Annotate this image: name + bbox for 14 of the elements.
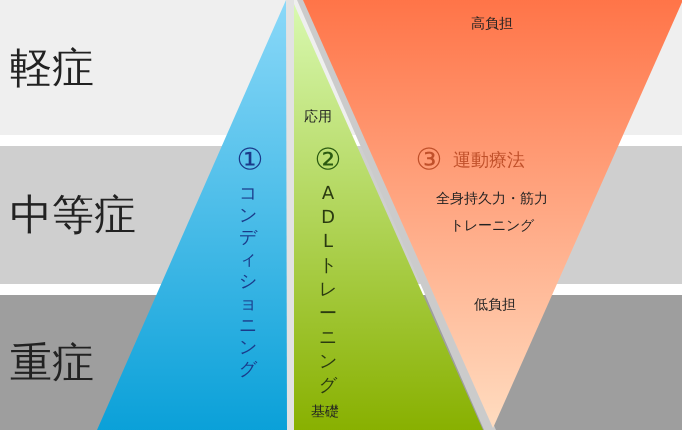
circled-number: ① — [236, 142, 264, 178]
load-label: 高負担 — [471, 15, 513, 33]
vertical-label: コンディショニング — [238, 183, 258, 381]
vertical-label: ADLトレーニング — [318, 182, 338, 398]
load-label: 応用 — [304, 108, 332, 126]
circled-number: ② — [314, 142, 342, 178]
load-label: 基礎 — [311, 403, 339, 421]
heading: 運動療法 — [453, 149, 525, 172]
circled-number: ③ — [416, 142, 442, 178]
description: 全身持久力・筋力トレーニング — [435, 190, 549, 236]
severity-label: 重症 — [10, 336, 94, 388]
load-label: 低負担 — [474, 296, 516, 314]
severity-label: 軽症 — [10, 42, 94, 94]
severity-label: 中等症 — [10, 189, 136, 241]
